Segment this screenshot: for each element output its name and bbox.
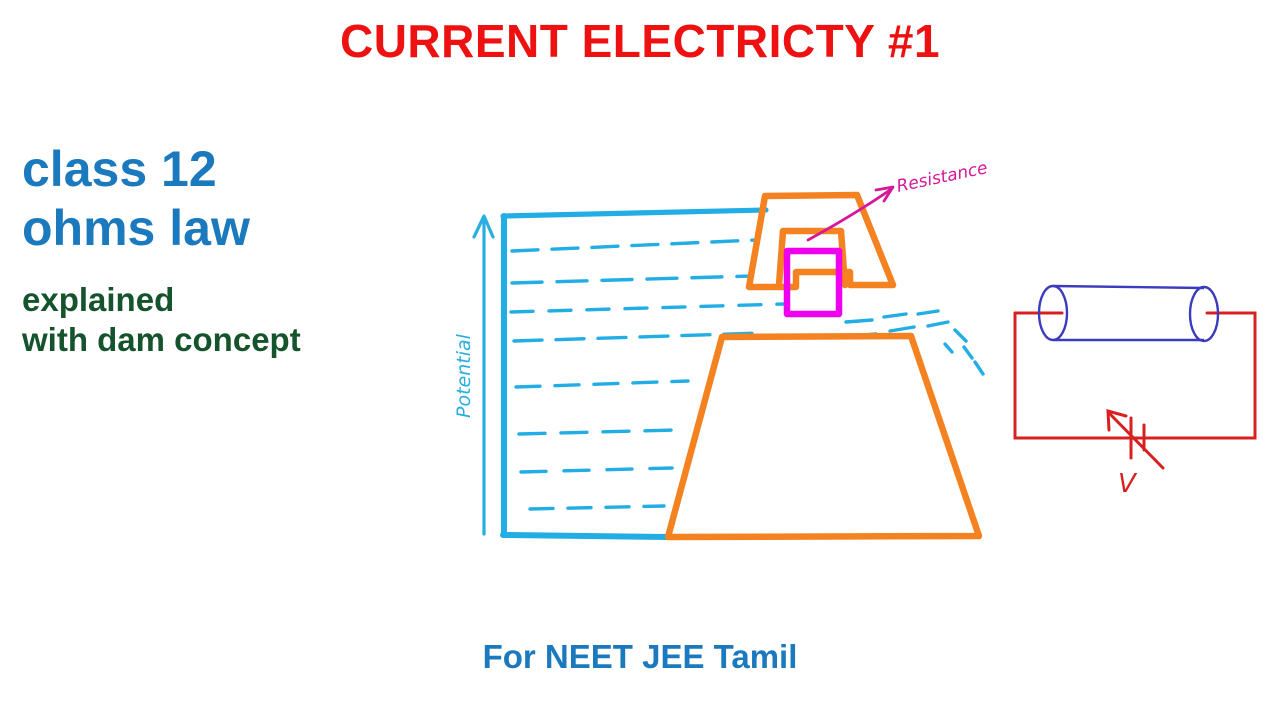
resistance-gate-rect [783,247,843,318]
reservoir-group: Potential [453,207,985,540]
footer-caption: For NEET JEE Tamil [482,638,798,675]
page-title: CURRENT ELECTRICTY #1 [339,15,941,67]
potential-label: Potential [453,333,475,418]
voltage-source-symbol [1106,408,1165,470]
resistance-label: Resistance [895,158,990,197]
dam-concept-line: with dam concept [22,321,301,359]
topic-line: ohms law [22,200,250,256]
conductor-cylinder [1037,284,1220,343]
left-text-block: class 12 ohms law explained with dam con… [22,140,422,361]
circuit-group: V [1013,284,1257,499]
resistance-annotation: Resistance [806,158,990,242]
explained-line: explained [22,281,175,318]
water-lines [509,238,786,511]
dam-gate-outer [745,191,897,291]
dam-gate-inner [775,227,849,289]
voltage-source-label: V [1118,469,1138,499]
circuit-wire [1013,311,1257,440]
dam-body [664,332,983,541]
class-line: class 12 [22,141,217,197]
potential-axis-arrow [472,214,495,536]
